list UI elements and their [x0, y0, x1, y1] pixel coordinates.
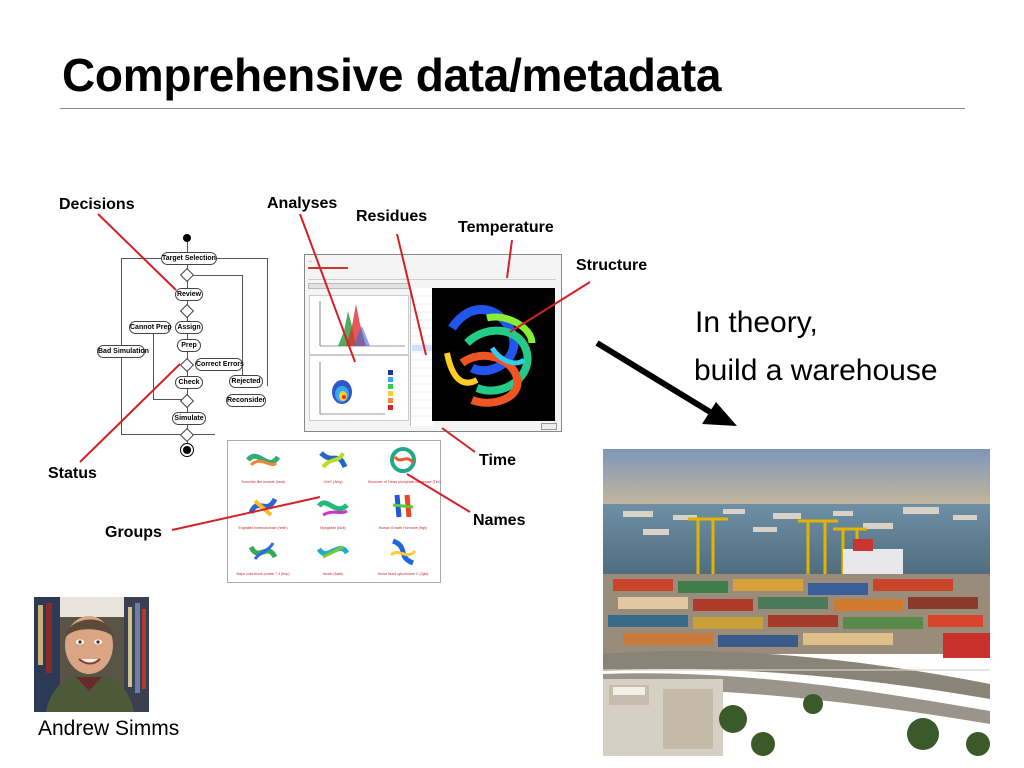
residue-table — [410, 288, 433, 426]
end-node — [183, 446, 191, 454]
group-item: Horse heart cytochrome C (2gkt) — [368, 537, 438, 576]
node-cannot-prep: Cannot Prep — [129, 321, 172, 334]
node-bad-simulation: Bad Simulation — [97, 345, 149, 358]
node-target-selection: Target Selection — [161, 252, 217, 265]
callout-structure: Structure — [576, 257, 648, 274]
group-item: Major cold shock protein 7.4 (fnrp) — [228, 537, 298, 576]
author-name: Andrew Simms — [38, 717, 180, 740]
theory-line-1: In theory, — [695, 306, 818, 339]
analysis-screenshot: — — [304, 254, 562, 432]
callout-groups: Groups — [105, 524, 162, 541]
node-rejected: Rejected — [229, 375, 263, 388]
protein-groups-panel: Tudor/dsr-like module (hard) CheY (Amy) … — [227, 440, 441, 583]
node-simulate: Simulate — [172, 412, 206, 425]
callout-names: Names — [473, 512, 526, 529]
group-item: Human Growth Hormone (Hgh) — [368, 491, 438, 530]
node-prep: Prep — [177, 339, 201, 352]
histogram-chart — [309, 295, 409, 355]
contour-plot — [309, 355, 409, 421]
warehouse-arrow — [595, 340, 737, 426]
node-assign: Assign — [175, 321, 203, 334]
callout-decisions: Decisions — [59, 196, 135, 213]
author-photo — [34, 597, 149, 712]
callout-time: Time — [479, 452, 517, 469]
node-check: Check — [175, 376, 203, 389]
group-item: Myoglobin (ldzb) — [298, 491, 368, 530]
group-item: Monomer of Triose phosphate isomerase (T… — [368, 445, 441, 484]
callout-temperature: Temperature — [458, 219, 554, 236]
theory-line-2: build a warehouse — [694, 354, 938, 387]
group-item: Tudor/dsr-like module (hard) — [228, 445, 298, 484]
node-review: Review — [175, 288, 203, 301]
group-item: CheY (Amy) — [298, 445, 368, 484]
group-item: Engrailed homeodomain (hmth) — [228, 491, 298, 530]
slide-title: Comprehensive data/metadata — [62, 49, 722, 101]
callout-residues: Residues — [356, 208, 428, 225]
start-node — [183, 234, 191, 242]
group-item: Azurin (5azb) — [298, 537, 368, 576]
node-reconsider: Reconsider — [226, 394, 266, 407]
callout-analyses: Analyses — [267, 195, 338, 212]
title-divider — [60, 108, 965, 109]
callout-status: Status — [48, 465, 97, 482]
warehouse-port-photo — [603, 449, 990, 756]
protein-structure-render — [432, 288, 555, 421]
workflow-flowchart: Target Selection Review Cannot Prep Assi… — [95, 230, 275, 460]
node-correct-errors: Correct Errors — [195, 358, 244, 371]
